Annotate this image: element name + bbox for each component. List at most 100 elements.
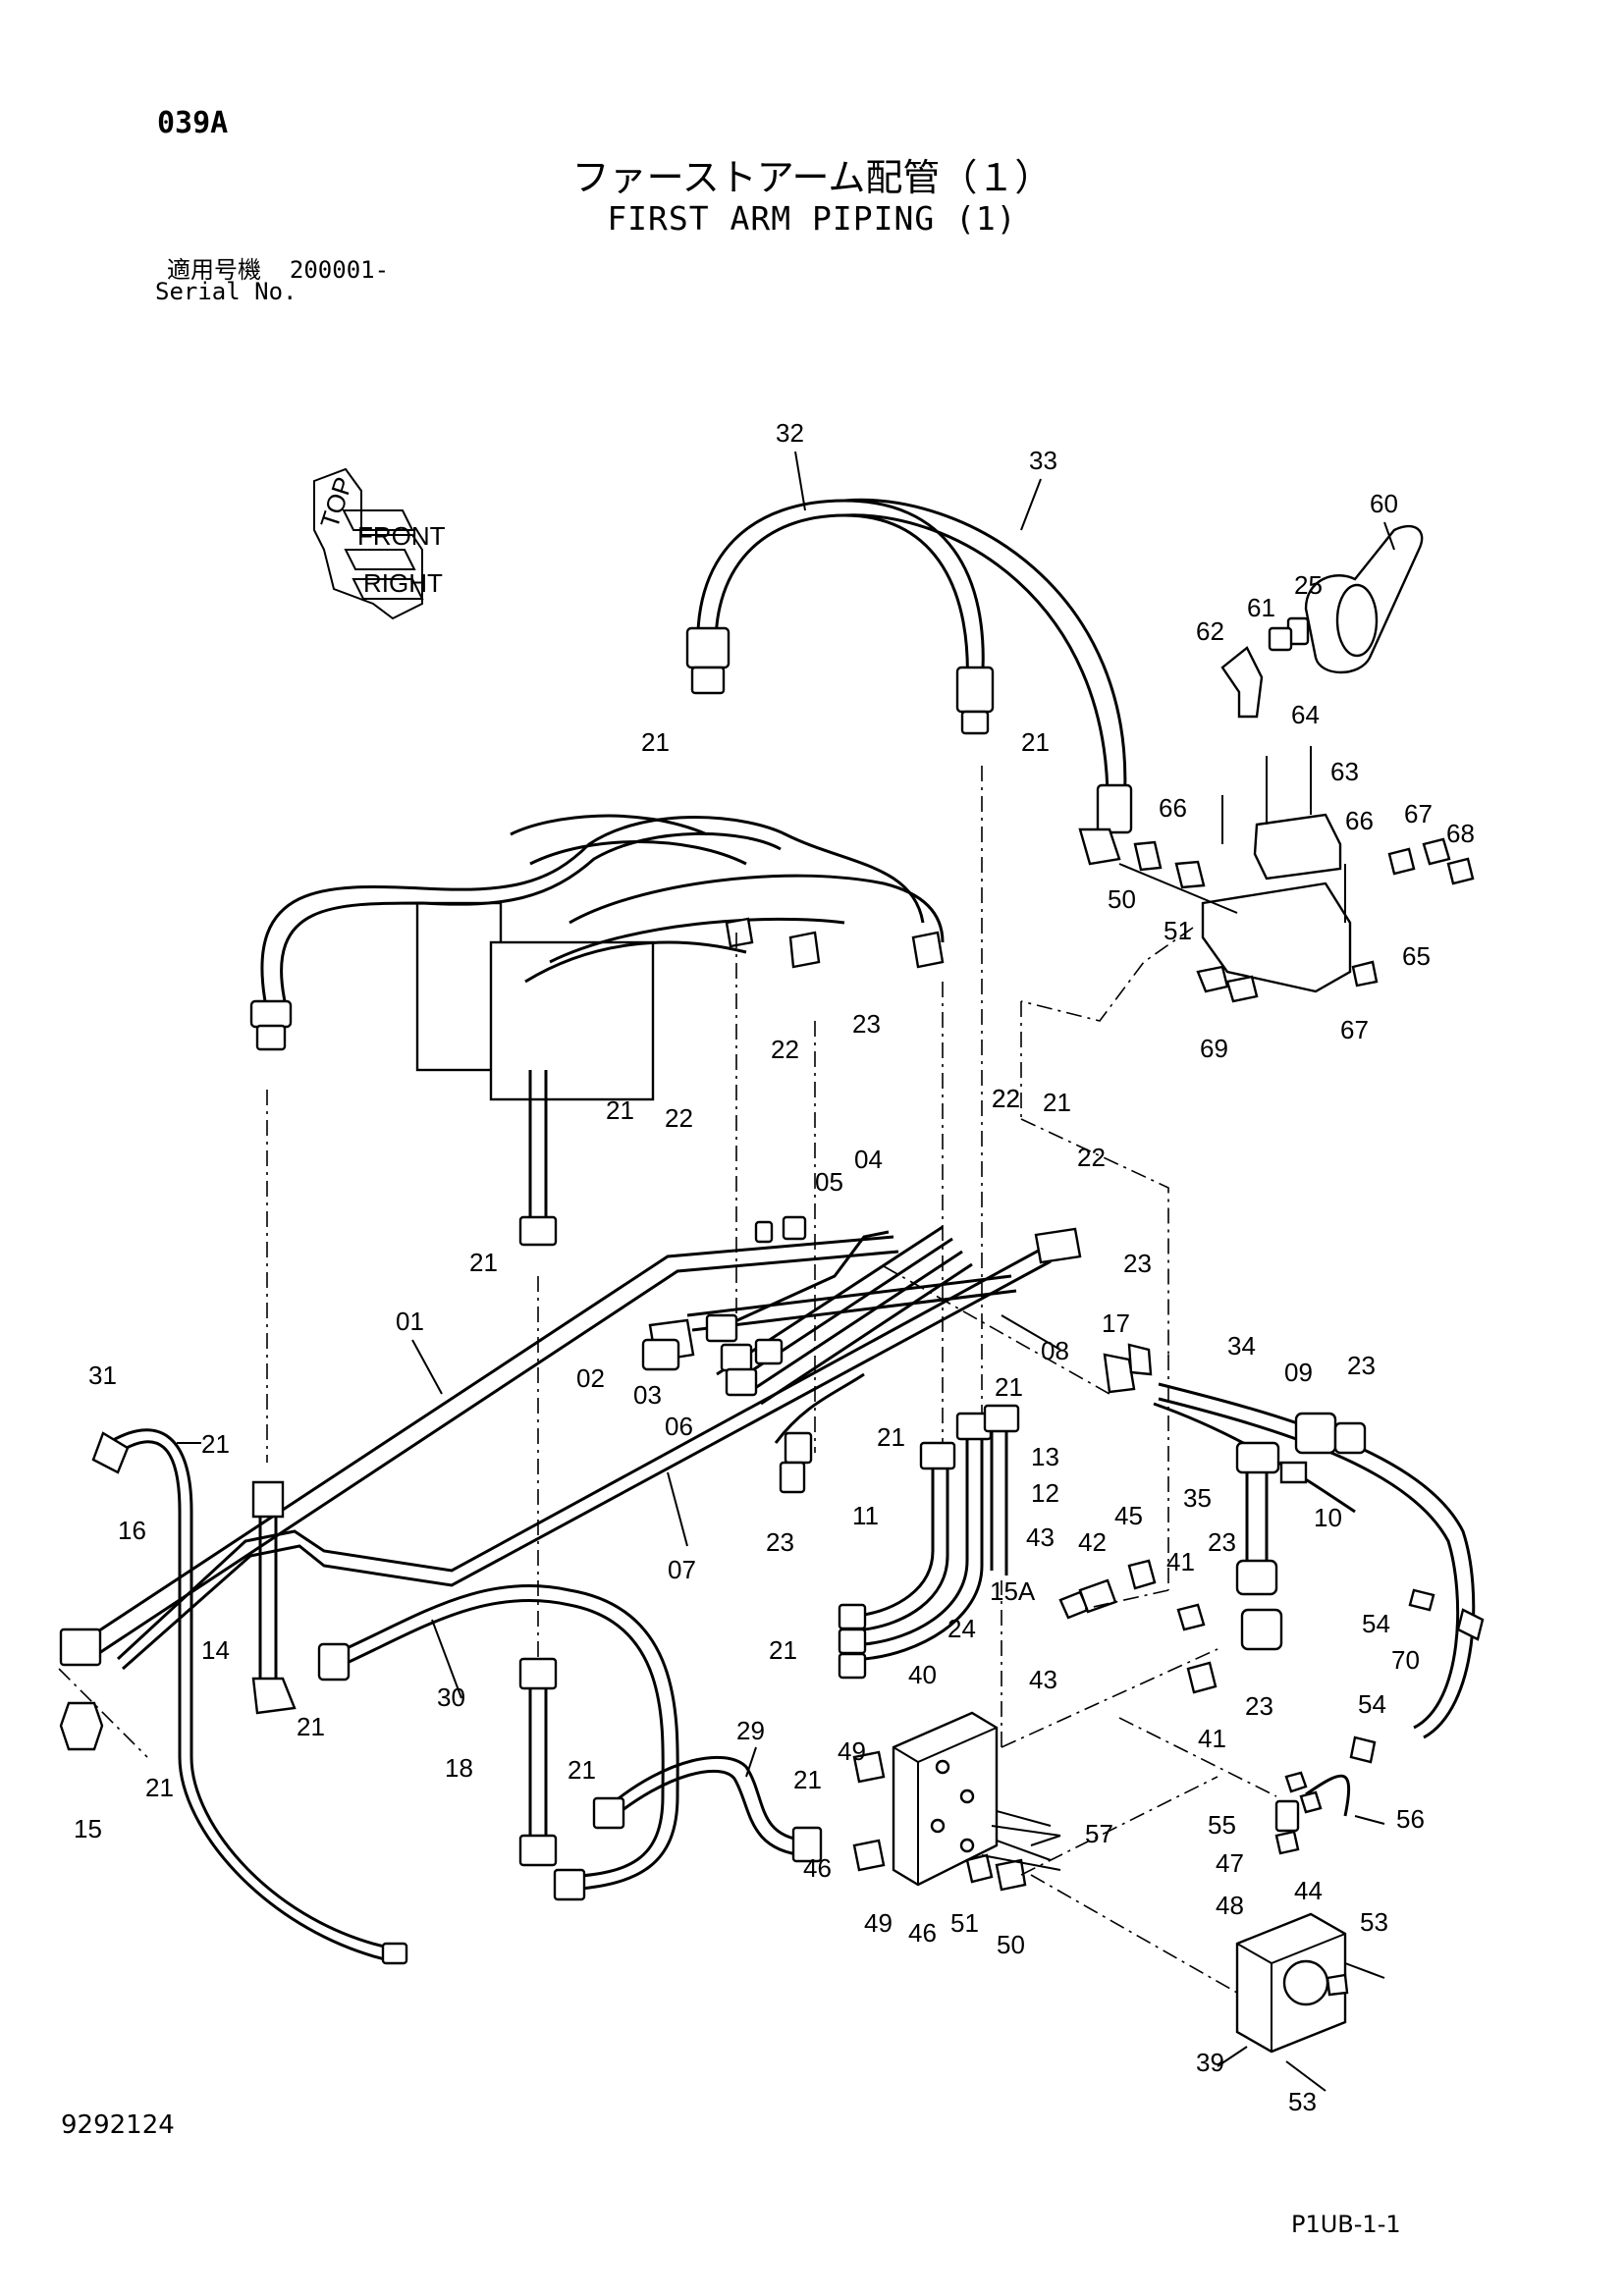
callout-15: 15: [74, 1814, 102, 1843]
accumulator-assembly: [1020, 524, 1475, 1022]
callout-21m: 21: [145, 1773, 174, 1802]
callout-05: 05: [815, 1167, 843, 1197]
callout-09: 09: [1284, 1358, 1313, 1387]
callout-67b: 67: [1340, 1015, 1369, 1044]
callout-66a: 66: [1159, 793, 1187, 823]
callout-54b: 54: [1358, 1689, 1386, 1719]
callout-11: 11: [852, 1501, 879, 1530]
callout-22e: 22: [992, 1084, 1020, 1113]
valve-block-hose-bundle: [249, 814, 945, 1247]
callout-68: 68: [1446, 819, 1475, 848]
callout-29: 29: [736, 1716, 765, 1745]
callout-56: 56: [1396, 1804, 1425, 1834]
callout-45: 45: [1114, 1501, 1143, 1530]
lower-right-assembly: [852, 1559, 1385, 2092]
callout-33: 33: [1029, 446, 1057, 475]
callout-18: 18: [445, 1753, 473, 1783]
callout-23c: 23: [1347, 1351, 1376, 1380]
callout-42: 42: [1078, 1527, 1107, 1557]
callout-21g: 21: [201, 1429, 230, 1459]
orientation-front-label: FRONT: [357, 521, 446, 551]
callout-21h: 21: [877, 1422, 905, 1452]
callout-13: 13: [1031, 1442, 1059, 1471]
callout-49a: 49: [838, 1736, 866, 1766]
serial-line-jp: 適用号機 200001-: [167, 250, 389, 285]
callout-12: 12: [1031, 1478, 1059, 1508]
serial-label-en: Serial No.: [155, 278, 298, 305]
callout-02: 02: [576, 1363, 605, 1393]
callout-51a: 51: [1164, 916, 1192, 945]
callout-35: 35: [1183, 1483, 1212, 1513]
leader-lines: [177, 451, 1395, 2067]
callout-39: 39: [1196, 2048, 1224, 2077]
callout-21a: 21: [641, 727, 670, 757]
callout-51b: 51: [950, 1908, 979, 1938]
page-title-en: FIRST ARM PIPING (1): [607, 199, 1017, 238]
callout-49b: 49: [864, 1908, 893, 1938]
callout-23d: 23: [766, 1527, 794, 1557]
callout-07: 07: [668, 1555, 696, 1584]
callout-23f: 23: [1245, 1691, 1273, 1721]
callout-43b: 43: [1029, 1665, 1057, 1694]
callout-labels: 32 33 60 25 61 62 21 64 63 66 66 67 68 5…: [74, 418, 1475, 2116]
callout-25: 25: [1294, 570, 1323, 600]
callout-23a: 23: [852, 1009, 881, 1039]
callout-40: 40: [908, 1660, 937, 1689]
callout-23b: 23: [1123, 1249, 1152, 1278]
callout-50a: 50: [1108, 884, 1136, 914]
callout-70: 70: [1391, 1645, 1420, 1675]
callout-63: 63: [1330, 757, 1359, 786]
document-number: 9292124: [61, 2110, 175, 2140]
diagram-code: 039A: [157, 106, 229, 140]
callout-22a: 22: [771, 1035, 799, 1064]
callout-44: 44: [1294, 1876, 1323, 1905]
callout-32: 32: [776, 418, 804, 448]
callout-64: 64: [1291, 700, 1320, 729]
orientation-indicator: TOP FRONT RIGHT: [313, 467, 446, 620]
callout-41a: 41: [1166, 1547, 1195, 1576]
callout-21j: 21: [297, 1712, 325, 1741]
callout-03: 03: [633, 1380, 662, 1410]
callout-46b: 46: [908, 1918, 937, 1948]
callout-60: 60: [1370, 489, 1398, 518]
callout-65: 65: [1402, 941, 1431, 971]
page-reference: P1UB-1-1: [1291, 2211, 1401, 2238]
callout-21f: 21: [995, 1372, 1023, 1402]
callout-62: 62: [1196, 616, 1224, 646]
callout-21e: 21: [469, 1248, 498, 1277]
callout-22b: 22: [665, 1103, 693, 1133]
callout-61: 61: [1247, 593, 1275, 622]
connection-lines: [58, 766, 1277, 1994]
callout-41b: 41: [1198, 1724, 1226, 1753]
callout-21l: 21: [793, 1765, 822, 1794]
callout-22c: 22: [992, 1084, 1020, 1113]
callout-31: 31: [88, 1361, 117, 1390]
callout-46a: 46: [803, 1853, 832, 1883]
callout-54a: 54: [1362, 1609, 1390, 1638]
callout-34: 34: [1227, 1331, 1256, 1361]
callout-23e: 23: [1208, 1527, 1236, 1557]
right-assembly: [1103, 1343, 1485, 1764]
page-title-jp: ファーストアーム配管（１）: [571, 156, 1053, 199]
callout-53a: 53: [1360, 1907, 1388, 1937]
callout-50b: 50: [997, 1930, 1025, 1959]
callout-22d: 22: [1077, 1143, 1106, 1172]
callout-43a: 43: [1026, 1522, 1055, 1552]
center-tubes: [641, 1215, 973, 1494]
callout-21d: 21: [1043, 1088, 1071, 1117]
callout-24: 24: [947, 1614, 976, 1643]
callout-69: 69: [1200, 1034, 1228, 1063]
callout-21b: 21: [1021, 727, 1050, 757]
arm-pipes: [59, 1227, 1082, 1671]
callout-21i: 21: [769, 1635, 797, 1665]
callout-55: 55: [1208, 1810, 1236, 1840]
elbow-tubes: [838, 1404, 1020, 1680]
callout-17: 17: [1102, 1308, 1130, 1338]
callout-53b: 53: [1288, 2087, 1317, 2116]
callout-14: 14: [201, 1635, 230, 1665]
callout-10: 10: [1314, 1503, 1342, 1532]
callout-57: 57: [1085, 1819, 1113, 1848]
left-hoses: [59, 1428, 823, 1965]
orientation-right-label: RIGHT: [363, 568, 443, 598]
callout-01: 01: [396, 1307, 424, 1336]
